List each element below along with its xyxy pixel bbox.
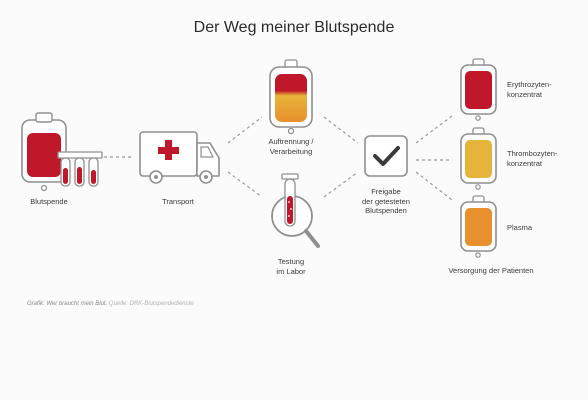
thrombozyten-bag-icon xyxy=(460,127,497,190)
label-freigabe-line1: Freigabe xyxy=(371,187,401,196)
label-erythrozyten: Erythrozyten- konzentrat xyxy=(507,80,577,99)
label-blutspende: Blutspende xyxy=(30,197,68,206)
label-thrombozyten-line2: konzentrat xyxy=(507,158,543,168)
label-erythrozyten-line2: konzentrat xyxy=(507,89,543,99)
plasma-bag-icon xyxy=(460,195,497,258)
figure-caption: Grafik: Wer braucht mein Blut. Quelle: D… xyxy=(27,301,194,307)
ambulance-truck-icon xyxy=(139,131,220,184)
test-tubes-icon xyxy=(57,151,103,187)
label-thrombozyten-line1: Thrombozyten- xyxy=(507,149,558,158)
label-auftrennung-line2: Verarbeitung xyxy=(269,146,313,156)
label-testung-line1: Testung xyxy=(277,257,305,266)
magnifier-test-tube-icon xyxy=(271,173,320,248)
connector-transport-auftrennung xyxy=(227,116,263,144)
blood-bag-icon xyxy=(21,112,67,192)
label-versorgung: Versorgung der Patienten xyxy=(448,266,534,275)
label-transport: Transport xyxy=(162,197,194,206)
label-testung-line2: im Labor xyxy=(276,266,306,276)
connector-transport-testung xyxy=(227,171,263,198)
label-freigabe: Freigabe der getesteten Blutspenden xyxy=(346,187,426,216)
connector-freigabe-plasma xyxy=(415,171,453,201)
separated-blood-bag-icon xyxy=(269,59,313,135)
label-erythrozyten-line1: Erythrozyten- xyxy=(507,80,552,89)
label-freigabe-line3: Blutspenden xyxy=(365,206,407,215)
page-title: Der Weg meiner Blutspende xyxy=(193,19,395,36)
checkmark-icon xyxy=(364,135,408,177)
erythrozyten-bag-icon xyxy=(460,58,497,121)
caption-text: Grafik: Wer braucht mein Blut. xyxy=(27,301,108,307)
label-plasma: Plasma xyxy=(507,223,533,232)
label-testung: Testung im Labor xyxy=(255,257,327,276)
label-thrombozyten: Thrombozyten- konzentrat xyxy=(507,149,577,168)
flow-connectors xyxy=(104,115,453,201)
label-auftrennung: Auftrennung / Verarbeitung xyxy=(255,137,327,156)
connector-testung-freigabe xyxy=(323,171,359,198)
caption-source: Quelle: DRK-Blutspendedienste xyxy=(108,301,194,307)
label-freigabe-line2: der getesteten xyxy=(362,196,410,206)
label-auftrennung-line1: Auftrennung / xyxy=(268,137,314,146)
connector-auftrennung-freigabe xyxy=(323,116,359,144)
connector-freigabe-erythrozyten xyxy=(415,115,453,144)
